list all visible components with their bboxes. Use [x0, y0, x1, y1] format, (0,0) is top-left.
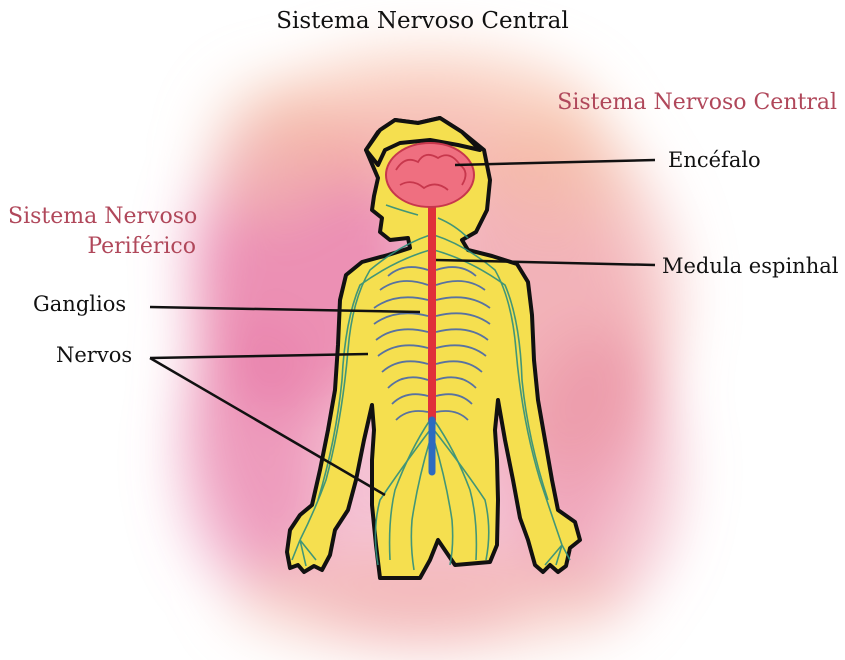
region-label-peripheral-line-2: Periférico — [8, 232, 196, 262]
diagram-title: Sistema Nervoso Central — [0, 8, 845, 34]
region-label-peripheral: Sistema Nervoso Periférico — [8, 202, 196, 262]
region-label-central: Sistema Nervoso Central — [557, 90, 837, 115]
brain — [386, 143, 474, 207]
label-ganglia: Ganglios — [33, 292, 126, 316]
label-nerves: Nervos — [56, 343, 132, 367]
label-encephalon: Encéfalo — [668, 148, 761, 172]
label-spinal-cord: Medula espinhal — [662, 254, 838, 278]
region-label-peripheral-line-1: Sistema Nervoso — [8, 202, 196, 232]
